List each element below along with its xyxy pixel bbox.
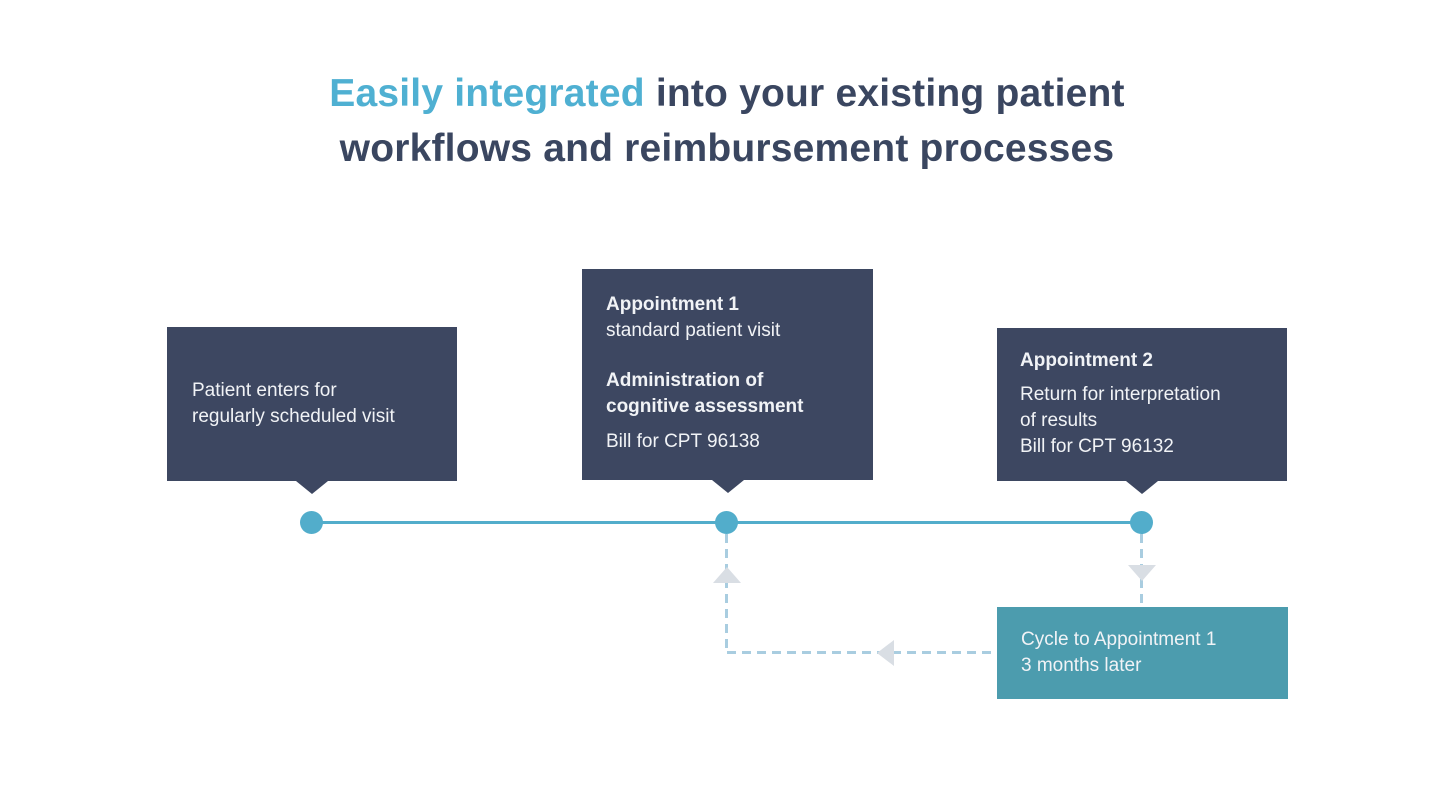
- patient-entry-line: Patient enters for: [192, 380, 337, 401]
- callout-pointer-down-icon: [1126, 481, 1158, 494]
- appointment2-body-line: of results: [1020, 410, 1098, 431]
- timeline-dot: [715, 511, 738, 534]
- title-highlight: Easily integrated: [329, 72, 645, 115]
- cycle-connector-up: [725, 534, 728, 653]
- title-line2: workflows and reimbursement processes: [339, 127, 1115, 170]
- callout-pointer-down-icon: [711, 480, 744, 493]
- arrow-up-icon: [713, 567, 741, 583]
- appointment1-action-line: Administration of: [606, 370, 764, 391]
- appointment2-heading: Appointment 2: [1020, 350, 1153, 371]
- appointment1-action-line: cognitive assessment: [606, 396, 804, 417]
- timeline-dot: [1130, 511, 1153, 534]
- callout-pointer-down-icon: [296, 481, 328, 494]
- cycle-line: Cycle to Appointment 1: [1021, 629, 1217, 650]
- arrow-down-icon: [1128, 565, 1156, 581]
- appointment2-body-line: Return for interpretation: [1020, 384, 1221, 405]
- appointment2-billing: Bill for CPT 96132: [1020, 436, 1174, 457]
- cycle-line: 3 months later: [1021, 655, 1142, 676]
- arrow-left-icon: [877, 640, 894, 666]
- callout-appointment-1: Appointment 1 standard patient visit Adm…: [582, 269, 873, 493]
- appointment1-subheading: standard patient visit: [606, 320, 781, 341]
- spacer: [606, 344, 855, 368]
- cycle-connector-horizontal: [727, 651, 997, 654]
- patient-entry-line: regularly scheduled visit: [192, 406, 395, 427]
- callout-patient-entry: Patient enters for regularly scheduled v…: [167, 327, 457, 494]
- appointment1-heading: Appointment 1: [606, 294, 739, 315]
- title-line1-rest: into your existing patient: [644, 72, 1125, 115]
- appointment1-billing: Bill for CPT 96138: [606, 431, 760, 452]
- page-title: Easily integrated into your existing pat…: [0, 66, 1454, 176]
- timeline-dot: [300, 511, 323, 534]
- callout-appointment-2: Appointment 2 Return for interpretation …: [997, 328, 1287, 494]
- callout-cycle: Cycle to Appointment 1 3 months later: [997, 607, 1288, 699]
